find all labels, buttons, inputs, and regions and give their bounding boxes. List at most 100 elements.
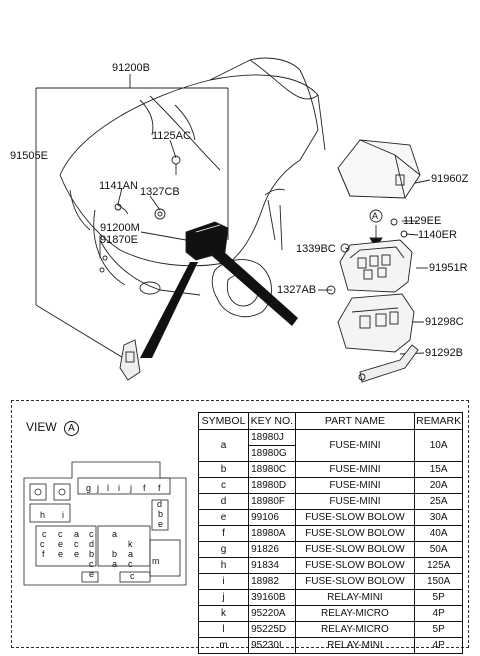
- cell-key-no: 18980D: [248, 477, 296, 494]
- cell-part-name: RELAY-MINI: [294, 589, 416, 606]
- fuse-box-bracket: [358, 344, 419, 383]
- slot-letter: c: [130, 571, 135, 581]
- slot-square-2: [53, 483, 71, 501]
- callout-1140er: 1140ER: [418, 229, 457, 241]
- slot-letter: l: [107, 483, 109, 493]
- fuse-box-lower-case: [337, 293, 415, 353]
- cell-part-name: FUSE-MINI: [294, 493, 416, 510]
- cell-symbol: e: [197, 509, 250, 526]
- slot-letter: b: [158, 509, 164, 519]
- slot-letter: c: [74, 539, 79, 549]
- cell-key-no: 39160B: [248, 589, 296, 606]
- cell-symbol: h: [197, 557, 250, 574]
- header-remark: REMARK: [414, 412, 463, 430]
- slot-letter: e: [58, 549, 64, 559]
- slot-letter: i: [118, 483, 120, 493]
- callout-91870e: 91870E: [100, 234, 138, 246]
- slot-letter: i: [62, 510, 64, 520]
- cell-remark: 25A: [414, 493, 463, 510]
- cell-symbol: k: [197, 605, 250, 622]
- cell-key-no: 18980J: [248, 429, 296, 446]
- cell-symbol: m: [197, 637, 250, 654]
- cell-remark: 5P: [414, 589, 463, 606]
- cell-remark: 10A: [414, 429, 463, 462]
- cell-remark: 150A: [414, 573, 463, 590]
- cell-part-name: FUSE-MINI: [294, 429, 416, 462]
- cell-key-no: 95220A: [248, 605, 296, 622]
- cell-symbol: g: [197, 541, 250, 558]
- cell-part-name: RELAY-MINI: [294, 637, 416, 654]
- cell-key-no: 91834: [248, 557, 296, 574]
- table-row: k 95220A RELAY-MICRO 4P: [197, 605, 463, 622]
- callout-1339bc: 1339BC: [296, 243, 336, 255]
- slot-letter: c: [89, 559, 94, 569]
- cell-key-no: 95225D: [248, 621, 296, 638]
- cell-part-name: FUSE-SLOW BOLOW: [294, 525, 416, 542]
- slot-letter: a: [128, 549, 134, 559]
- slot-letter: b: [89, 549, 95, 559]
- table-row: a 18980J FUSE-MINI 10A: [197, 429, 463, 462]
- cell-part-name: FUSE-MINI: [294, 477, 416, 494]
- slot-letter: c: [58, 529, 63, 539]
- cell-part-name: FUSE-SLOW BOLOW: [294, 557, 416, 574]
- slot-letter: m: [152, 556, 160, 566]
- slot-letter: f: [143, 483, 146, 493]
- cell-part-name: FUSE-MINI: [294, 461, 416, 478]
- table-row: i 18982 FUSE-SLOW BOLOW 150A: [197, 573, 463, 590]
- cell-key-no: 95230I: [248, 637, 296, 654]
- callout-91960z: 91960Z: [431, 173, 469, 185]
- cell-symbol: l: [197, 621, 250, 638]
- cell-remark: 30A: [414, 509, 463, 526]
- cell-key-no: 18980F: [248, 493, 296, 510]
- cell-part-name: FUSE-SLOW BOLOW: [294, 573, 416, 590]
- harness-bracket-part: [119, 339, 141, 381]
- cell-symbol: j: [197, 589, 250, 606]
- cell-remark: 20A: [414, 477, 463, 494]
- cell-part-name: RELAY-MICRO: [294, 621, 416, 638]
- fuse-box-body: [326, 218, 413, 295]
- table-row: e 99106 FUSE-SLOW BOLOW 30A: [197, 509, 463, 526]
- table-row: f 18980A FUSE-SLOW BOLOW 40A: [197, 525, 463, 542]
- callout-91200m: 91200M: [100, 222, 140, 234]
- table-row: g 91826 FUSE-SLOW BOLOW 50A: [197, 541, 463, 558]
- slot-letter: a: [74, 529, 80, 539]
- cell-remark: 4P: [414, 637, 463, 654]
- slot-letter: d: [89, 539, 95, 549]
- view-marker-circle: A: [64, 421, 80, 436]
- callout-1125ac: 1125AC: [152, 130, 191, 142]
- slot-square-1: [29, 483, 47, 501]
- harness-callout-frame: [35, 74, 229, 363]
- slot-letter: k: [128, 539, 133, 549]
- cell-symbol: d: [197, 493, 250, 510]
- car-engine-room-illustration: [35, 57, 431, 383]
- car-body-outline: [59, 57, 326, 318]
- table-row: d 18980F FUSE-MINI 25A: [197, 493, 463, 510]
- cell-key-no: 18980G: [248, 445, 296, 462]
- view-a-marker: A: [372, 211, 379, 221]
- table-row: b 18980C FUSE-MINI 15A: [197, 461, 463, 478]
- callout-91292b: 91292B: [425, 347, 463, 359]
- cell-key-no: 99106: [248, 509, 296, 526]
- fuse-box-upper-cover: [337, 139, 421, 199]
- table-row: l 95225D RELAY-MICRO 5P: [197, 621, 463, 638]
- cell-symbol: i: [197, 573, 250, 590]
- cell-key-no: 91826: [248, 541, 296, 558]
- slot-letter: g: [86, 483, 92, 493]
- cell-remark: 15A: [414, 461, 463, 478]
- cell-part-name: RELAY-MICRO: [294, 605, 416, 622]
- callout-91951r: 91951R: [429, 262, 468, 274]
- harness-sweep-lines: [140, 250, 298, 358]
- callout-1141an: 1141AN: [99, 180, 138, 192]
- slot-letter: e: [89, 569, 95, 579]
- cell-remark: 125A: [414, 557, 463, 574]
- callout-1327cb: 1327CB: [140, 186, 180, 198]
- slot-letter: a: [112, 559, 118, 569]
- slot-letter: f: [42, 549, 45, 559]
- parts-table-header: SYMBOL KEY NO. PART NAME REMARK: [197, 412, 463, 430]
- engine-room-box: [185, 221, 229, 261]
- callout-91505e: 91505E: [10, 150, 48, 162]
- fuse-slot-letters: g j l i j f f d h i b e c c a c c e d a …: [0, 0, 200, 656]
- callout-91298c: 91298C: [425, 316, 464, 328]
- cell-part-name: FUSE-SLOW BOLOW: [294, 509, 416, 526]
